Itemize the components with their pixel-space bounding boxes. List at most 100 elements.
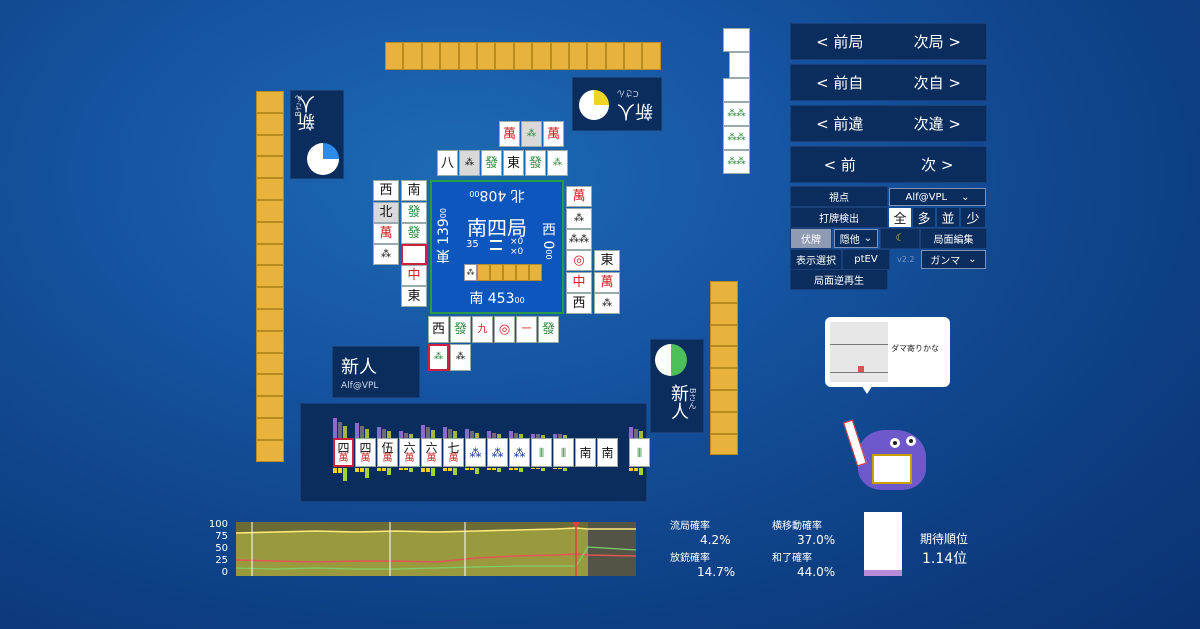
hand-tile[interactable]: ⦀ [553, 438, 574, 467]
ev-bar [475, 433, 479, 438]
hand-tile[interactable]: 六萬 [399, 438, 420, 467]
ev-bar [360, 426, 364, 438]
fusei-select[interactable]: 隠他⌄ [834, 229, 878, 248]
prev-round-button[interactable]: < 前局 [816, 33, 864, 51]
discard-tile: ⁂⁂ [566, 229, 592, 250]
hand-tile-face: 南 [601, 445, 614, 460]
gamma-select[interactable]: ガンマ⌄ [921, 250, 986, 269]
wall-tile [476, 42, 496, 70]
ev-bar [639, 468, 643, 475]
timeline-chart[interactable] [236, 522, 636, 576]
dead-wall-tile [516, 264, 529, 281]
seg-all-button[interactable]: 全 [889, 208, 911, 227]
next-round-button[interactable]: 次局 > [913, 33, 961, 51]
ev-bar [382, 429, 386, 438]
reverse-replay-button[interactable]: 局面逆再生 [791, 270, 887, 289]
ev-bar [639, 431, 643, 438]
ev-bar [553, 434, 557, 438]
ev-bar [541, 435, 545, 438]
discard-tile: 西 [428, 316, 449, 343]
prev-diff-button[interactable]: < 前違 [816, 115, 864, 133]
ev-bar [536, 434, 540, 438]
south-score: 南 45300 [469, 291, 525, 307]
chevron-down-icon: ⌄ [961, 191, 970, 203]
next-button[interactable]: 次 > [921, 156, 954, 174]
hand-tile[interactable]: 南 [575, 438, 596, 467]
wall-tile [710, 433, 738, 456]
wall-tile [550, 42, 569, 70]
discard-tile: 發 [538, 316, 559, 343]
nav-diff-row: < 前違 次違 > [791, 106, 986, 141]
west-pie-chart [307, 143, 339, 175]
wall-tile [587, 42, 606, 70]
wall-tile [495, 42, 514, 70]
next-diff-button[interactable]: 次違 > [913, 115, 961, 133]
discard-tile: ⁂ [521, 121, 542, 147]
dora-tile [723, 78, 750, 102]
seg-order-button[interactable]: 並 [937, 208, 959, 227]
ev-bar [629, 427, 633, 438]
drawn-tile[interactable]: ⦀ [629, 438, 650, 467]
prev-self-button[interactable]: < 前自 [816, 74, 864, 92]
y-tick-0: 0 [221, 567, 228, 578]
prev-button[interactable]: < 前 [823, 156, 856, 174]
hand-tile-suit: 萬 [404, 452, 415, 464]
ev-bar [563, 435, 567, 438]
hand-tile[interactable]: 伍萬 [377, 438, 398, 467]
ev-bar [355, 423, 359, 438]
west-wall [256, 91, 284, 462]
expected-rank-fill [864, 569, 902, 576]
hand-tile-face: ⁂ [469, 445, 482, 460]
ev-bar [355, 468, 359, 472]
discard-tile [401, 244, 427, 265]
seg-few-button[interactable]: 少 [961, 208, 985, 227]
wall-tile [256, 134, 284, 157]
wall-tile [256, 112, 284, 135]
hand-tile[interactable]: ⁂ [487, 438, 508, 467]
fusei-toggle[interactable]: 伏牌 [791, 229, 831, 248]
seat-south-name: 新人 [341, 357, 377, 378]
hand-row: 四萬四萬伍萬六萬六萬七萬⁂⁂⁂⦀⦀南南⦀ [333, 438, 650, 467]
ev-bar [448, 429, 452, 438]
hand-tile-face: 六 [425, 440, 438, 455]
hand-tile-suit: 萬 [360, 452, 371, 464]
hand-tile[interactable]: 四萬 [355, 438, 376, 467]
wall-tile [458, 42, 477, 70]
viewpoint-select[interactable]: Alf@VPL⌄ [889, 188, 986, 206]
seat-east-plate: 新人 Bさん [651, 340, 703, 432]
north-pie-chart [579, 90, 609, 120]
wall-tile [256, 330, 284, 353]
ev-bar [558, 468, 562, 469]
dora-indicator-tile: ⁂ [464, 264, 477, 281]
hand-tile-suit: 萬 [382, 452, 393, 464]
ev-bar [629, 468, 633, 471]
ev-bar [514, 468, 518, 470]
discard-tile: ⁂ [594, 293, 620, 314]
discard-tile: 萬 [566, 186, 592, 207]
ev-bar [492, 468, 496, 470]
hand-tile[interactable]: ⁂ [509, 438, 530, 467]
wall-tile [256, 156, 284, 179]
ptev-button[interactable]: ptEV [843, 250, 889, 269]
wall-tile [642, 42, 661, 70]
hand-tile[interactable]: 南 [597, 438, 618, 467]
display-select-button[interactable]: 表示選択 [791, 250, 841, 269]
discard-tile: 東 [401, 286, 427, 307]
ev-bar [541, 468, 545, 471]
next-self-button[interactable]: 次自 > [913, 74, 961, 92]
hand-tile[interactable]: ⁂ [465, 438, 486, 467]
moon-icon[interactable]: ☾ [881, 229, 919, 248]
hand-tile[interactable]: 四萬 [333, 438, 354, 467]
seg-many-button[interactable]: 多 [913, 208, 935, 227]
yoko-value: 37.0% [797, 533, 836, 547]
wall-tile [605, 42, 625, 70]
houju-label: 放銃確率 [670, 553, 710, 564]
hand-tile-face: 四 [359, 440, 372, 455]
wall-tile [568, 42, 588, 70]
discard-tile: 八 [437, 150, 458, 176]
hand-tile[interactable]: 七萬 [443, 438, 464, 467]
hand-tile[interactable]: 六萬 [421, 438, 442, 467]
hand-tile[interactable]: ⦀ [531, 438, 552, 467]
edit-position-button[interactable]: 局面編集 [921, 229, 986, 248]
viewpoint-label: 視点 [791, 187, 887, 206]
